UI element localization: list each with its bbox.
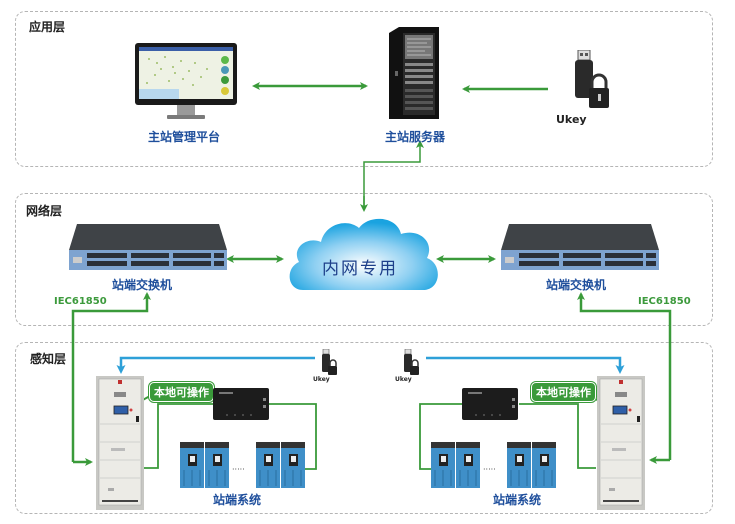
protocol-label-left: IEC61850	[54, 296, 107, 307]
ukey-small-right-label: Ukey	[395, 376, 412, 383]
local-operation-badge-right: 本地可操作	[531, 382, 596, 402]
monitor-icon[interactable]	[135, 43, 237, 121]
ukey-small-left-icon[interactable]	[320, 349, 338, 379]
controller-left-icon[interactable]	[213, 388, 269, 420]
battery-group-right-icon: ·····	[431, 442, 557, 488]
ukey-small-left-label: Ukey	[313, 376, 330, 383]
switch-right-icon[interactable]	[501, 224, 659, 272]
link-cabinet-left-switch	[71, 292, 151, 462]
perception-layer-title: 感知层	[30, 352, 67, 366]
cabinet-right-icon[interactable]	[597, 376, 645, 510]
battery-group-left-icon: ·····	[180, 442, 306, 488]
svg-text:·····: ·····	[483, 465, 496, 474]
link-station-loop-right	[419, 403, 462, 470]
master-server-label: 主站服务器	[385, 130, 446, 144]
network-layer-title: 网络层	[26, 204, 63, 218]
switch-left-label: 站端交换机	[112, 278, 173, 292]
server-icon[interactable]	[389, 27, 439, 119]
station-system-right-label: 站端系统	[493, 493, 542, 507]
link-station-loop-left	[144, 403, 214, 469]
station-system-left-label: 站端系统	[213, 493, 262, 507]
switch-right-label: 站端交换机	[546, 278, 607, 292]
cabinet-left-icon[interactable]	[96, 376, 144, 510]
protocol-label-right: IEC61850	[638, 296, 691, 307]
local-operation-badge-left: 本地可操作	[149, 382, 214, 402]
ukey-label: Ukey	[556, 113, 587, 126]
cloud-label: 内网专用	[322, 259, 398, 279]
ukey-small-right-icon[interactable]	[402, 349, 420, 379]
link-cloud-server	[363, 140, 424, 210]
perception-layer	[15, 342, 713, 514]
ukey-lock-icon[interactable]	[570, 50, 610, 120]
cloud-icon	[289, 218, 438, 290]
master-platform-label: 主站管理平台	[148, 130, 221, 144]
application-layer-title: 应用层	[29, 20, 66, 34]
controller-right-icon[interactable]	[462, 388, 518, 420]
svg-text:·····: ·····	[232, 465, 245, 474]
link-ukey-cabinet-left	[116, 356, 315, 374]
link-cabinet-right-switch	[577, 292, 672, 460]
switch-left-icon[interactable]	[69, 224, 227, 272]
link-station-loop-left-2	[268, 403, 317, 470]
link-station-loop-right-2	[519, 403, 596, 469]
link-ukey-cabinet-right	[426, 356, 625, 374]
